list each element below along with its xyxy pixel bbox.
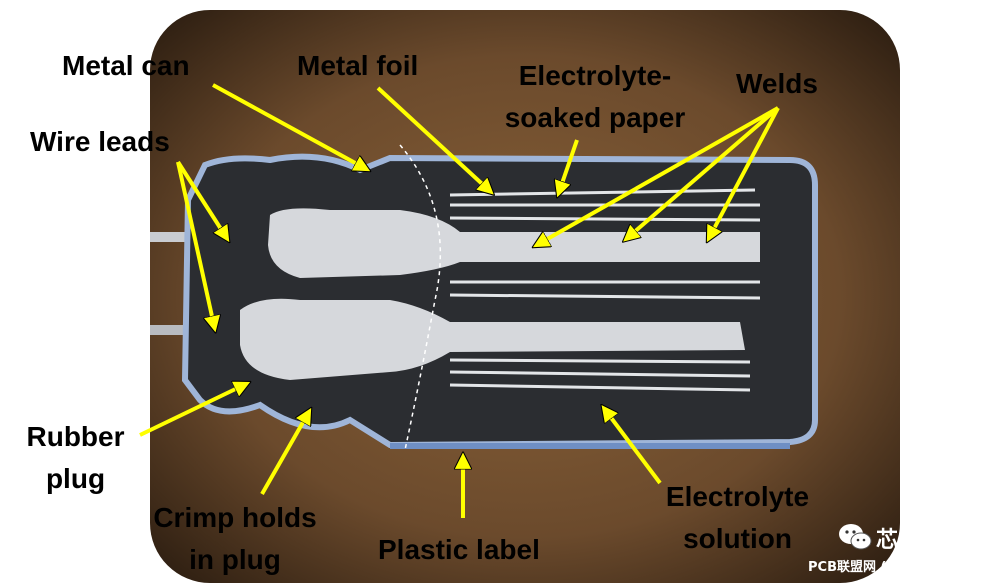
annotation-arrows — [139, 83, 780, 518]
arrow-weld-2 — [625, 106, 780, 240]
label-plastic-label: Plastic label — [378, 534, 540, 565]
label-welds: Welds — [736, 68, 818, 99]
arrow-crimp — [260, 410, 310, 495]
label-rubber-plug-line2: plug — [45, 463, 106, 494]
label-metal-can: Metal can — [62, 50, 190, 81]
label-seam-dashed — [399, 144, 442, 451]
label-electrolyte-solution-line1: Electrolyte — [665, 481, 810, 512]
label-crimp: Crimp holds in plug — [145, 497, 325, 581]
arrow-metal-foil — [376, 86, 492, 193]
arrow-electrolyte-solution — [603, 407, 662, 485]
label-crimp-line2: in plug — [189, 544, 281, 575]
label-rubber-plug-line1: Rubber — [26, 421, 125, 452]
arrow-rubber-plug — [139, 383, 248, 437]
label-rubber-plug: Rubber plug — [18, 416, 133, 500]
upper-foil-lead — [268, 208, 760, 278]
arrow-metal-can — [212, 83, 368, 170]
label-crimp-line1: Crimp holds — [153, 502, 317, 533]
arrow-wire-lead-1 — [176, 160, 228, 240]
watermark-site: PCB联盟网 (Pcbbar.com) — [808, 560, 977, 575]
label-electrolyte-solution: Electrolyte solution — [655, 476, 820, 560]
arrow-wire-lead-2 — [176, 161, 215, 330]
watermark: 芯片之家 PCB联盟网 (Pcbbar.com) — [808, 518, 1003, 580]
label-electrolyte-paper-line1: Electrolyte- — [518, 60, 672, 91]
lower-foil-lead — [240, 298, 745, 380]
watermark-brand: 芯片之家 — [876, 528, 965, 553]
label-metal-foil: Metal foil — [297, 50, 419, 81]
wechat-icon — [839, 524, 872, 550]
label-electrolyte-paper: Electrolyte- soaked paper — [490, 55, 700, 139]
label-wire-leads: Wire leads — [30, 126, 170, 157]
arrow-electrolyte-paper — [558, 139, 579, 195]
label-electrolyte-solution-line2: solution — [683, 523, 792, 554]
arrow-weld-1 — [535, 106, 779, 246]
arrow-weld-3 — [708, 107, 780, 240]
label-electrolyte-paper-line2: soaked paper — [504, 102, 686, 133]
